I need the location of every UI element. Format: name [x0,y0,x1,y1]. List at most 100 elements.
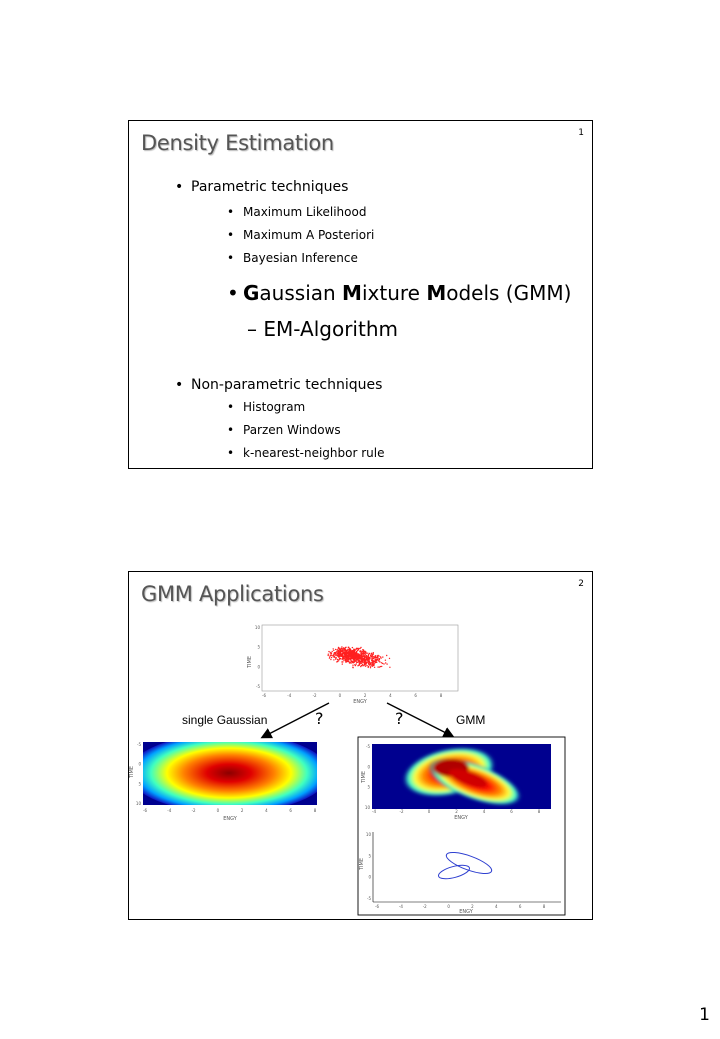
tick-label: -2 [313,693,317,698]
scatter-point [350,657,352,660]
question-mark-left: ? [315,709,324,728]
scatter-point [359,651,361,653]
scatter-point [363,650,365,652]
scatter-point [344,653,347,656]
scatter-point [352,656,354,659]
scatter-point [358,647,360,650]
scatter-point [355,663,357,665]
scatter-point [377,666,379,668]
tick-label: 2 [471,904,474,909]
scatter-point [352,664,354,666]
scatter-point [372,653,374,655]
scatter-point [329,656,331,658]
scatter-point [369,658,371,660]
scatter-point [375,661,378,663]
scatter-point [352,650,354,652]
scatter-point [354,657,356,660]
scatter-point [330,656,333,659]
scatter-point [342,649,344,651]
scatter-point [338,658,340,661]
scatter-point [345,661,347,663]
scatter-point [353,655,356,658]
scatter-point [344,655,346,657]
tick-label: 5 [138,781,141,786]
scatter-point [378,666,381,668]
scatter-point [337,654,340,656]
gmm-component-ellipse [437,864,471,880]
scatter-point [347,648,349,650]
scatter-point [388,657,391,660]
scatter-point [360,646,362,649]
scatter-point [364,652,366,654]
scatter-point [359,658,361,660]
scatter-point [327,654,329,657]
bullet-parzen: •Parzen Windows [227,423,341,437]
scatter-point [340,654,342,657]
scatter-point [360,655,362,657]
scatter-point [362,651,365,653]
scatter-point [368,653,370,656]
tick-label: 8 [543,904,546,909]
scatter-point [372,663,374,665]
scatter-point [370,652,373,654]
scatter-point [368,663,370,665]
label-single-gaussian: single Gaussian [182,713,268,727]
scatter-point [363,655,365,657]
scatter-point [349,650,352,652]
scatter-point [342,661,344,663]
scatter-point [348,655,351,657]
left-ylabel: TIME [129,766,135,779]
scatter-point [337,659,339,661]
scatter-point [342,647,345,649]
scatter-point [334,648,337,651]
tick-label: 4 [483,809,486,814]
scatter-point [375,655,377,657]
scatter-point [343,651,345,653]
scatter-point [378,659,380,661]
tick-label: 6 [519,904,522,909]
scatter-point [381,665,383,668]
left-xlabel: ENGY [223,816,238,822]
bullet-knn: •k-nearest-neighbor rule [227,446,385,460]
scatter-point [358,655,360,657]
scatter-point [358,659,360,662]
scatter-point [331,650,333,653]
scatter-point [368,652,371,655]
scatter-point [357,647,359,650]
scatter-point [342,656,345,658]
scatter-point [352,652,354,655]
tick-label: 8 [538,809,541,814]
scatter-point [370,654,372,656]
tick-label: 0 [217,808,220,813]
tick-label: 10 [136,801,142,806]
scatter-point [364,653,366,656]
tick-label: 5 [368,853,371,858]
scatter-point [361,650,363,653]
scatter-point [361,656,363,658]
scatter-point [381,662,384,665]
scatter-point [384,659,387,661]
tick-label: 0 [368,875,371,880]
tick-label: -5 [256,684,260,689]
scatter-point [364,665,367,667]
scatter-point [338,648,341,650]
scatter-point [386,663,388,665]
scatter-point [375,657,377,659]
scatter-point [360,664,363,667]
scatter-point [333,649,335,652]
scatter-point [383,663,385,665]
scatter-point [347,654,349,657]
scatter-point [350,653,352,655]
scatter-point [343,647,346,650]
scatter-point [360,657,362,659]
scatter-point [346,650,348,652]
scatter-point [360,661,362,663]
scatter-point [341,653,344,655]
tick-label: 0 [428,809,431,814]
tick-label: -4 [167,808,171,813]
scatter-point [344,660,346,662]
scatter-point [380,657,382,659]
scatter-point [354,656,356,658]
scatter-point [354,652,357,654]
